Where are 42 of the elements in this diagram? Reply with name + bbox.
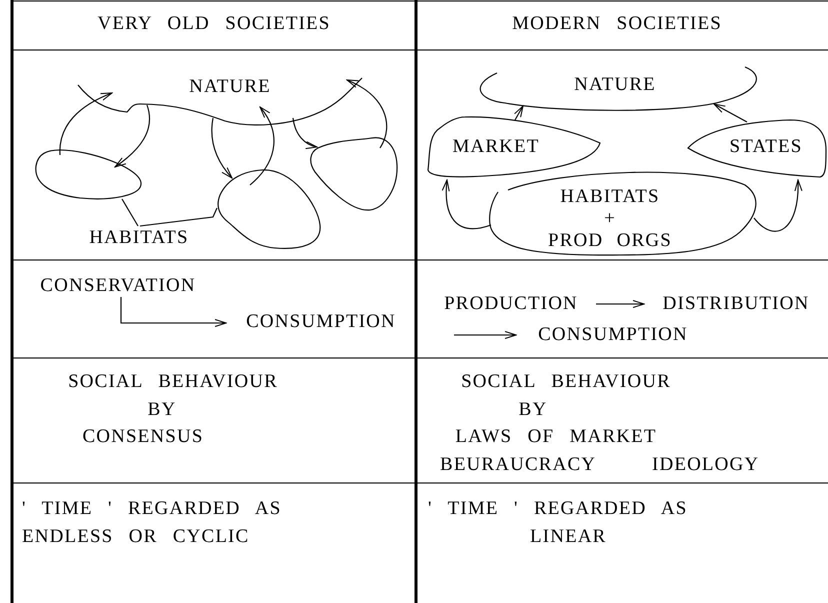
text-label: VERY OLD SOCIETIES [96, 12, 332, 36]
node-label: HABITATS [560, 186, 660, 208]
node-label: + [604, 208, 616, 230]
text-label: CONSERVATION [16, 274, 220, 298]
text-label: BEURAUCRACY [440, 453, 596, 477]
node-label: PROD ORGS [548, 230, 672, 252]
arrow [454, 331, 516, 339]
text-label: CONSENSUS [81, 425, 205, 449]
arrow [346, 80, 388, 148]
node-label: MARKET [452, 136, 540, 158]
text-label: ' TIME ' REGARDED AS [22, 497, 282, 521]
text-label: SOCIAL BEHAVIOUR [67, 370, 279, 394]
text-label: CONSUMPTION [228, 310, 414, 334]
arrow [442, 180, 492, 230]
text-label: BY [146, 398, 178, 422]
node-label: STATES [730, 136, 802, 158]
text-label: BY [518, 398, 548, 422]
text-label: ENDLESS OR CYCLIC [22, 525, 250, 549]
text-label: LAWS OF MARKET [454, 425, 658, 449]
text-label: SOCIAL BEHAVIOUR [460, 370, 672, 394]
arrow [292, 118, 318, 148]
node-label: NATURE [574, 74, 656, 96]
text-label: DISTRIBUTION [646, 292, 826, 316]
arrow [514, 106, 524, 120]
arrow [59, 92, 112, 155]
arrow [596, 300, 644, 308]
text-label: HABITATS [76, 226, 202, 248]
arrow [754, 180, 802, 232]
leader-line [140, 208, 218, 227]
leader-line [122, 198, 138, 226]
arrow [714, 104, 748, 122]
text-label: ' TIME ' REGARDED AS [428, 497, 688, 521]
arrow [211, 118, 232, 178]
arrow [250, 106, 274, 186]
text-label: CONSUMPTION [518, 323, 708, 347]
node-label: NATURE [189, 76, 271, 98]
arrow [114, 104, 150, 168]
text-label: PRODUCTION [428, 292, 594, 316]
text-label: MODERN SOCIETIES [511, 12, 723, 36]
text-label: LINEAR [530, 525, 606, 549]
text-label: IDEOLOGY [652, 453, 760, 477]
arrow [120, 297, 226, 327]
